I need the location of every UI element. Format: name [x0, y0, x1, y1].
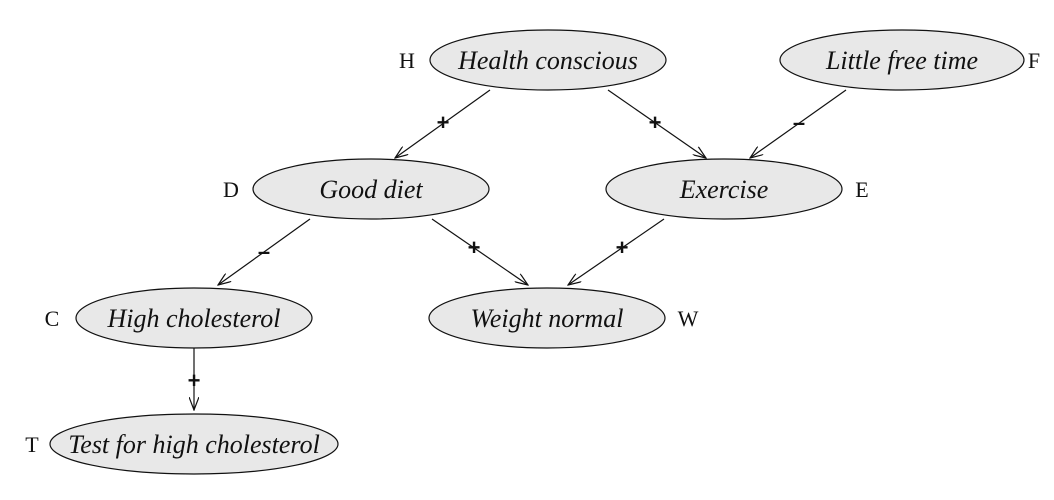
- node-little-free-time: Little free time: [779, 29, 1025, 91]
- node-c-letter: C: [45, 306, 60, 331]
- node-weight-normal-label: Weight normal: [471, 304, 624, 333]
- node-health-conscious-label: Health conscious: [457, 46, 638, 75]
- node-test-for-high-cholesterol-label: Test for high cholesterol: [68, 430, 320, 459]
- edge-d-w: [431, 218, 528, 285]
- node-high-cholesterol-label: High cholesterol: [106, 304, 280, 333]
- node-health-conscious: Health conscious: [429, 29, 667, 91]
- node-d-letter: D: [223, 177, 239, 202]
- node-test-for-high-cholesterol: Test for high cholesterol: [49, 413, 339, 475]
- edges: + + – – + + +: [188, 89, 847, 410]
- node-good-diet: Good diet: [252, 158, 490, 220]
- edge-e-w-sign: +: [616, 235, 629, 260]
- edge-d-c: [218, 218, 311, 285]
- edge-d-c-sign: –: [258, 239, 270, 264]
- edge-h-d-sign: +: [437, 110, 450, 135]
- edge-f-e-sign: –: [793, 110, 805, 135]
- edge-h-d: [395, 89, 491, 158]
- edge-f-e: [750, 89, 847, 158]
- node-t-letter: T: [25, 432, 39, 457]
- node-exercise-label: Exercise: [679, 175, 769, 204]
- edge-d-w-sign: +: [468, 235, 481, 260]
- node-w-letter: W: [678, 306, 699, 331]
- node-little-free-time-label: Little free time: [825, 46, 978, 75]
- node-high-cholesterol: High cholesterol: [75, 287, 313, 349]
- node-good-diet-label: Good diet: [319, 175, 423, 204]
- edge-e-w: [568, 218, 665, 285]
- node-exercise: Exercise: [605, 158, 843, 220]
- edge-c-t-sign: +: [188, 368, 201, 393]
- node-weight-normal: Weight normal: [428, 287, 666, 349]
- node-e-letter: E: [855, 177, 868, 202]
- node-h-letter: H: [399, 48, 415, 73]
- edge-h-e-sign: +: [649, 110, 662, 135]
- node-f-letter: F: [1028, 48, 1040, 73]
- edge-h-e: [607, 89, 706, 158]
